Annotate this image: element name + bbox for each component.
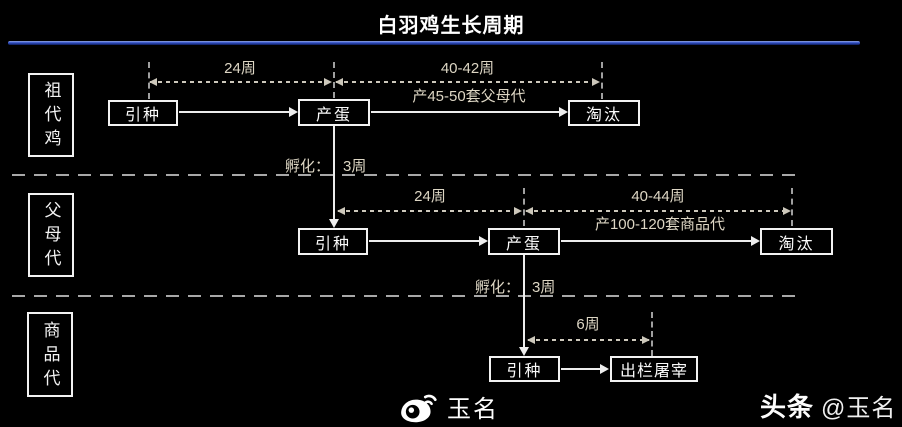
row3-span1-label: 6周 (576, 316, 600, 333)
row2-arrow-lay-to-cull (561, 236, 760, 246)
row1-measure-arrow-1 (149, 78, 332, 86)
row1-import-box: 引种 (108, 100, 178, 126)
row1-cull-box: 淘汰 (568, 100, 640, 126)
row1-span1-label: 24周 (224, 60, 256, 77)
row2-hatch-arrow (519, 255, 529, 356)
row3-slaughter-box: 出栏屠宰 (610, 356, 698, 382)
row1-hatch-arrow (329, 126, 339, 228)
title-underline (8, 41, 860, 45)
row3-measure-arrow (527, 336, 650, 344)
row2-span1-label: 24周 (414, 188, 446, 205)
section-divider-2 (12, 295, 804, 297)
section-label-commercial: 商品代 (27, 312, 73, 397)
weibo-watermark: 玉名 (398, 389, 499, 424)
toutiao-brand: 头条 (760, 392, 815, 422)
section-divider-1 (12, 174, 804, 176)
row2-import-box: 引种 (298, 228, 368, 255)
page-title: 白羽鸡生长周期 (377, 15, 525, 37)
weibo-icon (398, 390, 440, 424)
row2-tick-right (791, 188, 793, 226)
row1-hatch-prefix: 孵化： (284, 158, 330, 175)
toutiao-handle: @玉名 (821, 395, 897, 422)
row2-tick-mid (523, 188, 525, 226)
row2-span2-label: 40-44周 (631, 188, 685, 205)
row3-import-box: 引种 (489, 356, 560, 382)
section-label-grandparent: 祖代鸡 (28, 73, 74, 157)
weibo-watermark-name: 玉名 (447, 396, 499, 423)
row3-arrow-import-to-slaughter (561, 364, 609, 374)
toutiao-watermark: 头条 @玉名 (760, 387, 896, 424)
row2-hatch-value: 3周 (532, 279, 556, 296)
section-label-parent: 父母代 (28, 193, 74, 277)
row1-span2-label: 40-42周 (440, 60, 495, 77)
row1-arrow-lay-to-cull (371, 107, 568, 117)
row2-measure-arrow-2 (525, 207, 791, 215)
row1-tick-mid (333, 62, 335, 98)
row1-arrow-import-to-lay (179, 107, 298, 117)
row2-lay-box: 产蛋 (488, 228, 560, 255)
row2-cull-box: 淘汰 (760, 228, 833, 255)
row2-hatch-prefix: 孵化： (474, 279, 520, 296)
row1-output-label: 产45-50套父母代 (412, 88, 526, 105)
row1-measure-arrow-2 (335, 78, 600, 86)
row1-hatch-value: 3周 (343, 158, 367, 175)
row2-output-label: 产100-120套商品代 (594, 216, 726, 233)
row2-measure-arrow-1 (337, 207, 522, 215)
row2-arrow-import-to-lay (369, 236, 488, 246)
row1-tick-right (601, 62, 603, 99)
row1-lay-box: 产蛋 (298, 99, 370, 126)
row3-tick-right (651, 312, 653, 356)
